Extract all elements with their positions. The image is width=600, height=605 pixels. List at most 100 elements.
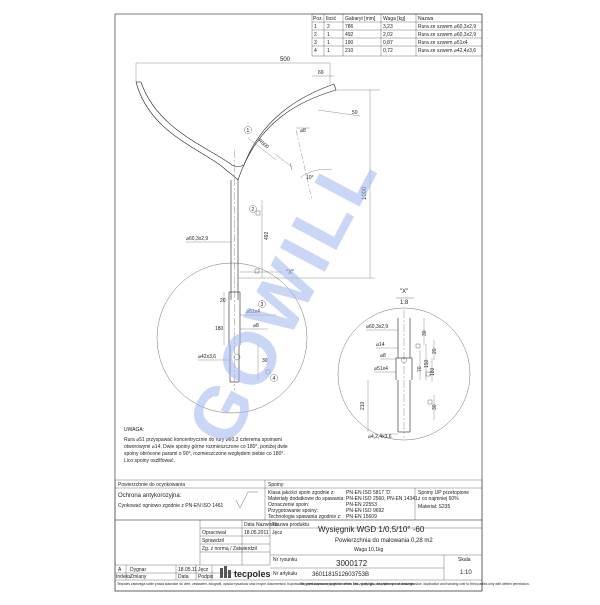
logo-text: tecpoles (234, 569, 271, 579)
detail-150: 150 (424, 359, 430, 368)
left-arm-outer (135, 81, 227, 171)
part-bubble (244, 126, 252, 134)
dim-pipe51-main: ⌀51x4 (246, 309, 260, 315)
cell: 492 (345, 32, 354, 38)
cell: 3,23 (383, 24, 393, 30)
weld-marker (425, 371, 431, 377)
copyright-pl: Tecpoles zastrzega sobie prawa autorskie… (117, 582, 417, 586)
detail-x-view: "X" 1:8 ⌀60,3x2,9 ⌀14 ⌀8 ⌀51x4 210 ⌀4,2,… (337, 289, 471, 441)
cell: Rura ze szwem ⌀60,3x2,9 (418, 32, 476, 38)
coating-desc: Cynkować ogniowo zgodnie z PN-EN ISO 146… (118, 503, 224, 509)
cell: 0,87 (383, 40, 393, 46)
detail-pipe51: ⌀51x4 (374, 366, 388, 372)
paint-surface: Powierzchnia do malowania 0,28 m2 (335, 538, 433, 544)
parts-header-size: Gabaryt [mm] (345, 16, 376, 22)
parts-header-weight: Waga [kg] (383, 16, 406, 22)
rev-change: Dygnar (130, 567, 146, 573)
weld-label: Klasa jakości spoin zgodnie z: (268, 490, 335, 496)
dim-69: 69 (318, 70, 324, 76)
drawing-no: 3000172 (336, 559, 368, 568)
notes-title: UWAGA: (124, 427, 144, 433)
rev-idx: A (118, 567, 122, 573)
dim-180-main: 180 (215, 326, 224, 332)
notes-line: otworowymi ⌀14. Dwie spoiny górne rozmie… (124, 444, 288, 450)
dim-50: 50 (352, 110, 358, 116)
weld-value: PN-EN ISO 2560, PN-EN 14341 (346, 496, 418, 502)
approval-row: Opracował 18.05.2011 Jęcz (202, 530, 283, 536)
parts-header-pos: Poz. (313, 16, 323, 22)
part-bubble-label: 3 (261, 302, 264, 308)
detail-pipe42: ⌀4,2,4x3,6 (368, 434, 392, 440)
parts-header-name: Nazwa (418, 16, 434, 22)
detail-phi14: ⌀14 (376, 342, 385, 348)
cell: 1 (327, 40, 330, 46)
part-bubble-label: 1 (247, 128, 250, 134)
col-header-name: Nazwisko (256, 522, 278, 528)
detail-phi8: ⌀8 (380, 353, 386, 359)
approval-name: Jęcz (272, 530, 283, 536)
dim-1000: 1000 (362, 186, 368, 200)
scale-label: Skala (458, 557, 471, 563)
detail-title: "X" (400, 289, 408, 295)
weld-row: Technologia spawania zgodnie z: PN-EN 15… (268, 514, 377, 520)
coating-weld-block: Powierzchnie do ocynkowania Ochrona anty… (114, 479, 483, 521)
weld-value: PN-EN 22553 (346, 502, 377, 508)
dim-phi8-top: ⌀8 (300, 128, 306, 134)
detail-210: 210 (360, 401, 366, 410)
cell: Rura ze szwem ⌀42,4x3,6 (418, 48, 476, 54)
welds-header: Spoiny: (268, 482, 285, 488)
rev-header-index: Indeks (116, 574, 131, 580)
roughness-symbol (235, 491, 258, 509)
weld-spec: z co najmniej 60% (418, 496, 459, 502)
product-name: Wysięgnik WGD 1/0,5/10° -60 (318, 525, 425, 534)
weld-label: Technologia spawania zgodnie z: (268, 514, 341, 520)
main-dimensions: 500 69 1000 50 10° R500 ⌀8 ⌀60,3x2,9 492… (135, 57, 380, 382)
detail-70: 70 (417, 366, 423, 372)
bracket-main-view (135, 81, 337, 390)
dim-angle-10: 10° (306, 175, 314, 181)
dim-phi8-main: ⌀8 (253, 323, 259, 329)
right-arm-outer (243, 83, 335, 166)
weld-row: Oznaczenie spoin: PN-EN 22553 (268, 502, 377, 508)
weld-marker (427, 399, 433, 405)
parts-header-qty: Ilość (326, 16, 337, 22)
detail-circle-main (156, 262, 308, 414)
notes-block: UWAGA: Rura ⌀51 przyspawać koncentryczni… (124, 427, 288, 464)
approval-label: Zg. z normą / Zatwierdził (202, 546, 258, 552)
part-bubble-label: 4 (273, 376, 276, 382)
article-no: 3601181512603753B (312, 572, 369, 578)
part-bubble (249, 205, 257, 213)
approval-row: Zg. z normą / Zatwierdził (202, 546, 258, 552)
weld-value: PN-EN 15609 (346, 514, 377, 520)
rev-name: Jęcz (198, 567, 209, 573)
article-no-label: Nr artykułu (273, 571, 297, 577)
copyright-en: Tecpoles claims copyright for offers, li… (300, 582, 530, 586)
weld-marker (254, 268, 260, 274)
cell: 210 (345, 48, 354, 54)
cell: 4 (314, 48, 317, 54)
coating-title: Ochrona antykorozyjna: (118, 493, 182, 499)
weld-marker (255, 210, 261, 216)
detail-20: 20 (432, 348, 438, 354)
part-bubble (270, 374, 278, 382)
cell: 2,02 (383, 32, 393, 38)
weld-label: Oznaczenie spoin: (268, 502, 309, 508)
weld-label: Materiały dodatkowe do spawania: (268, 496, 345, 502)
weld-value: PN-EN ISO 5817 'D' (346, 490, 391, 496)
weld-value: PN-EN ISO 9692 (346, 508, 384, 514)
dim-pipe60-main: ⌀60,3x2,9 (186, 236, 208, 242)
tecpoles-logo: tecpoles (220, 566, 271, 579)
cell: 1 (327, 48, 330, 54)
dim-500: 500 (280, 57, 291, 63)
detail-180: 180 (430, 367, 436, 376)
cell: 2 (314, 32, 317, 38)
parts-row: 1 2 786 3,23 Rura ze szwem ⌀60,3x2,9 (314, 24, 476, 30)
cell: 2 (327, 24, 330, 30)
cell: 1 (314, 24, 317, 30)
dim-492: 492 (264, 231, 270, 240)
dim-r500: R500 (257, 138, 270, 150)
rev-date: 18.05.11 (178, 567, 197, 573)
drawing-no-label: Nr rysunku (273, 557, 297, 563)
